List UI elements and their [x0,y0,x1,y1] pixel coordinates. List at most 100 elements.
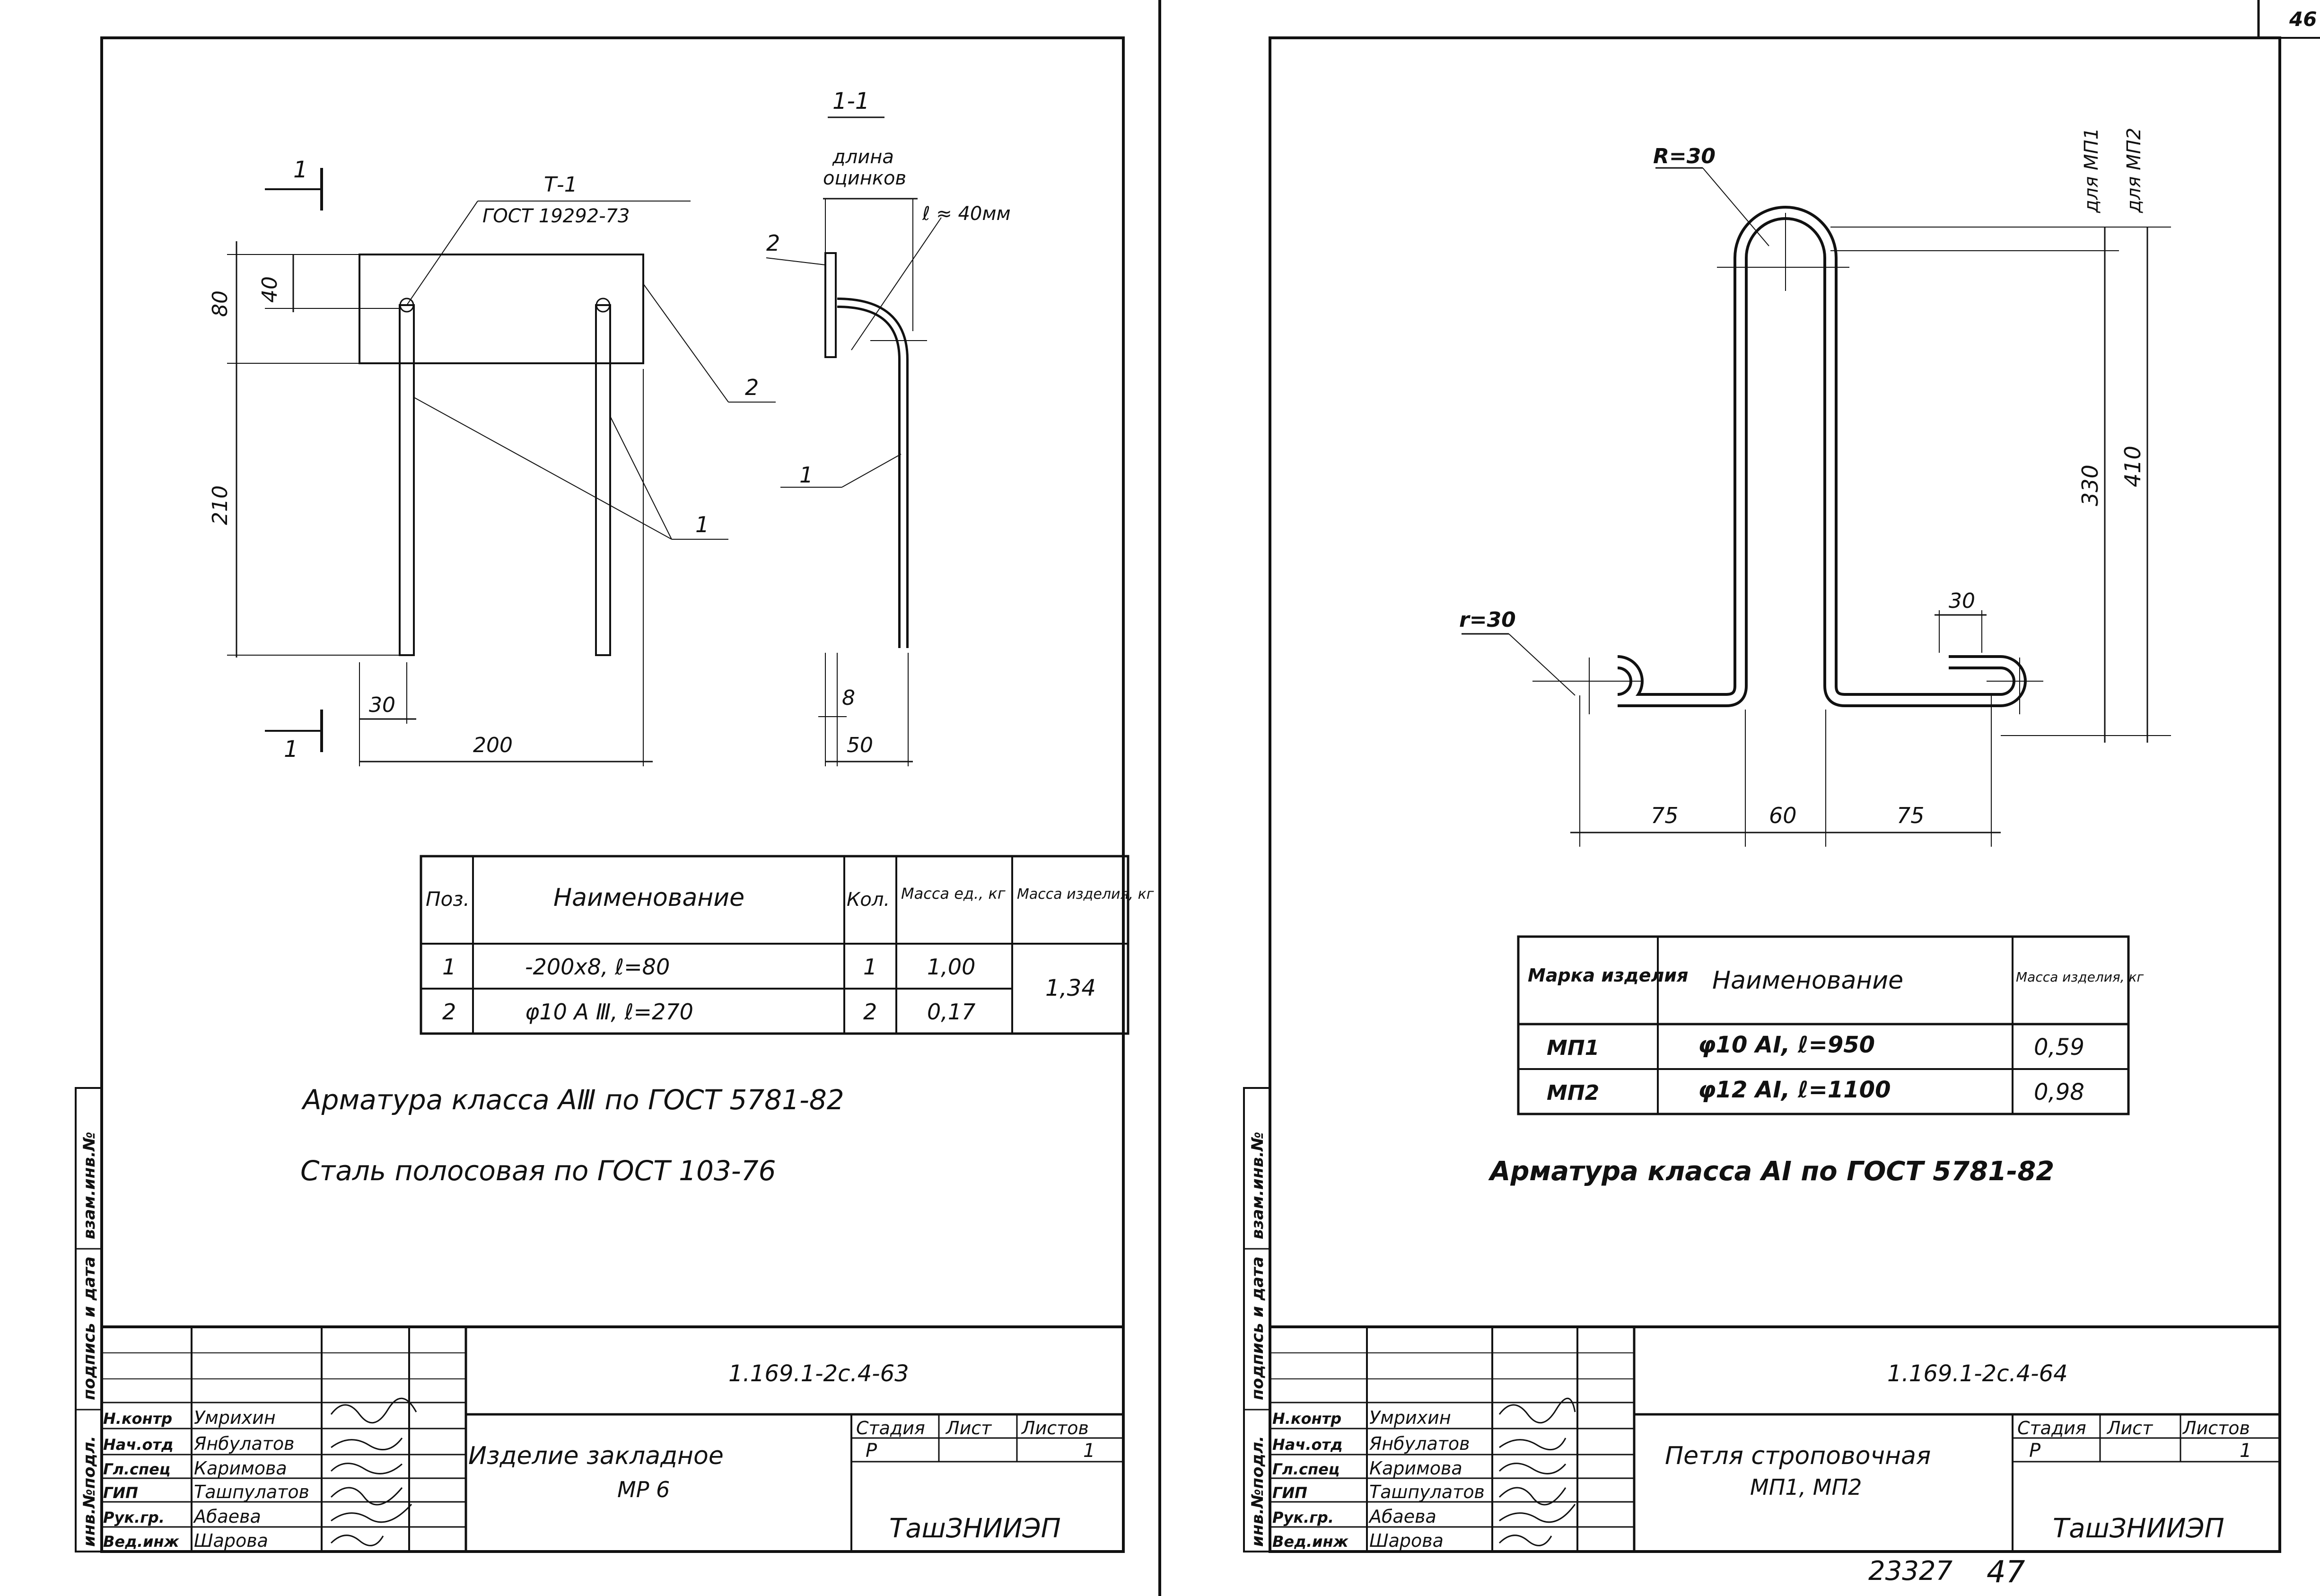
embed-front-view: 80 40 210 30 200 1 1 Т-1 ГОСТ 19292-73 [208,157,776,766]
dim-30: 30 [369,693,395,717]
galv-label-1: длина [832,146,894,168]
dim-330: 330 [2077,465,2103,506]
dim-8: 8 [842,686,855,710]
right-title-2: МП1, МП2 [1750,1474,1862,1500]
callout-gost: ГОСТ 19292-73 [482,205,630,227]
rr2-mass: 0,98 [2034,1079,2084,1105]
page-corner: 46 [2257,0,2320,39]
dim-40: 40 [258,276,282,303]
l-role-0: Н.контр [103,1410,172,1428]
section-label: 1-1 [832,88,869,114]
th-mass-unit: Масса ед., кг [901,885,1006,903]
label-r30-small: r=30 [1459,608,1516,632]
l-name-5: Шарова [194,1530,268,1551]
right-stamp-inv: инв.№подл. [1248,1436,1267,1547]
r2-qty: 2 [863,999,877,1025]
label-r30: R=30 [1653,144,1716,168]
right-stage-h: Стадия [2017,1418,2086,1438]
right-sheet: инв.№подл. подпись и дата взам.инв.№ R=3… [1243,36,2281,1590]
r-role-0: Н.контр [1272,1410,1341,1428]
right-note-1: Арматура класса АI по ГОСТ 5781-82 [1488,1156,2054,1187]
archive-number: 23327 [1868,1556,1953,1587]
dim-60: 60 [1769,803,1797,828]
rth-name: Наименование [1712,966,1903,995]
right-doc-code: 1.169.1-2с.4-64 [1887,1360,2068,1387]
l-role-1: Нач.отд [103,1436,174,1454]
left-org: ТашЗНИИЭП [889,1513,1061,1544]
right-org: ТашЗНИИЭП [2053,1513,2224,1544]
l-name-3: Ташпулатов [194,1482,309,1502]
callout-t1: Т-1 [544,173,578,197]
left-sheet-h: Лист [945,1418,992,1438]
rth-mark: Марка изделия [1528,965,1688,986]
r-name-2: Каримова [1369,1458,1462,1479]
l-name-2: Каримова [194,1458,287,1479]
right-signatures [1498,1397,1576,1546]
left-sheets: 1 [1083,1440,1095,1462]
dim-50: 50 [847,733,873,757]
page-number-bottom: 47 [1987,1555,2025,1590]
left-side-stamp: инв.№подл. подпись и дата взам.инв.№ [75,1087,103,1552]
rr2-mark: МП2 [1547,1081,1599,1105]
dim-410: 410 [2120,446,2145,487]
r-role-1: Нач.отд [1272,1436,1343,1454]
left-doc-code: 1.169.1-2с.4-63 [728,1360,909,1387]
right-title-1: Петля строповочная [1665,1442,1931,1470]
th-mass-item: Масса изделия, кг [1017,886,1154,903]
r1-mass: 1,00 [927,954,975,980]
dim-75-left: 75 [1651,803,1679,828]
left-stage: Р [866,1440,877,1462]
left-title-block: 1.169.1-2с.4-63 Изделие закладное МР 6 С… [100,1325,1125,1553]
th-name: Наименование [553,884,744,912]
left-title-1: Изделие закладное [468,1442,724,1470]
r-name-4: Абаева [1368,1506,1436,1527]
right-sheet-frame [1269,36,2281,1553]
galv-label-2: оцинков [823,167,906,189]
left-note-2: Сталь полосовая по ГОСТ 103-76 [300,1155,776,1187]
left-stamp-replace: взам.инв.№ [80,1131,99,1239]
rr1-mark: МП1 [1547,1036,1599,1060]
r-role-3: ГИП [1272,1484,1307,1502]
r-name-3: Ташпулатов [1369,1482,1485,1502]
right-sheets: 1 [2240,1440,2251,1462]
section-pos2: 2 [766,230,780,256]
r2-mass: 0,17 [927,999,975,1025]
r-role-2: Гл.спец [1272,1460,1339,1478]
r-name-0: Умрихин [1369,1407,1451,1428]
rr1-mass: 0,59 [2034,1034,2084,1061]
callout-pos2: 2 [745,375,759,400]
dim-80: 80 [208,290,232,317]
dim-30-right: 30 [1949,589,1975,613]
left-spec-table: Поз. Наименование Кол. Масса ед., кг Мас… [420,855,1154,1035]
l-role-4: Рук.гр. [103,1508,165,1526]
l-name-4: Абаева [193,1506,261,1527]
page-number-top: 46 [2289,8,2317,31]
right-title-block: 1.169.1-2с.4-64 Петля строповочная МП1, … [1269,1325,2281,1553]
lifting-loop: R=30 r=30 30 330 410 для МП1 для МП2 [1459,128,2171,847]
right-spec-table: Марка изделия Наименование Масса изделия… [1517,935,2144,1115]
right-stamp-sign: подпись и дата [1248,1256,1267,1400]
left-stage-h: Стадия [856,1418,925,1438]
l-role-5: Вед.инж [103,1533,180,1551]
l-name-1: Янбулатов [193,1433,295,1454]
r2-pos: 2 [442,999,456,1025]
cut-mark-top: 1 [293,157,308,183]
left-sheet: инв.№подл. подпись и дата взам.инв.№ 80 … [75,36,1154,1553]
callout-pos1: 1 [695,512,709,537]
rod-right [595,304,611,656]
right-sheet-h: Лист [2106,1418,2154,1438]
dim-200: 200 [473,733,513,757]
left-sheet-frame [100,36,1125,1553]
l-role-2: Гл.спец [103,1460,170,1478]
l-role-3: ГИП [103,1484,138,1502]
r1-pos: 1 [442,954,456,980]
left-stamp-inv: инв.№подл. [80,1436,99,1547]
right-sheets-h: Листов [2182,1418,2250,1438]
r1-name: -200x8, ℓ=80 [525,954,670,980]
left-signatures [330,1397,417,1546]
th-qty: Кол. [847,889,890,911]
right-side-stamp: инв.№подл. подпись и дата взам.инв.№ [1243,1087,1271,1552]
left-stamp-sign: подпись и дата [80,1256,99,1400]
th-pos: Поз. [426,887,470,911]
